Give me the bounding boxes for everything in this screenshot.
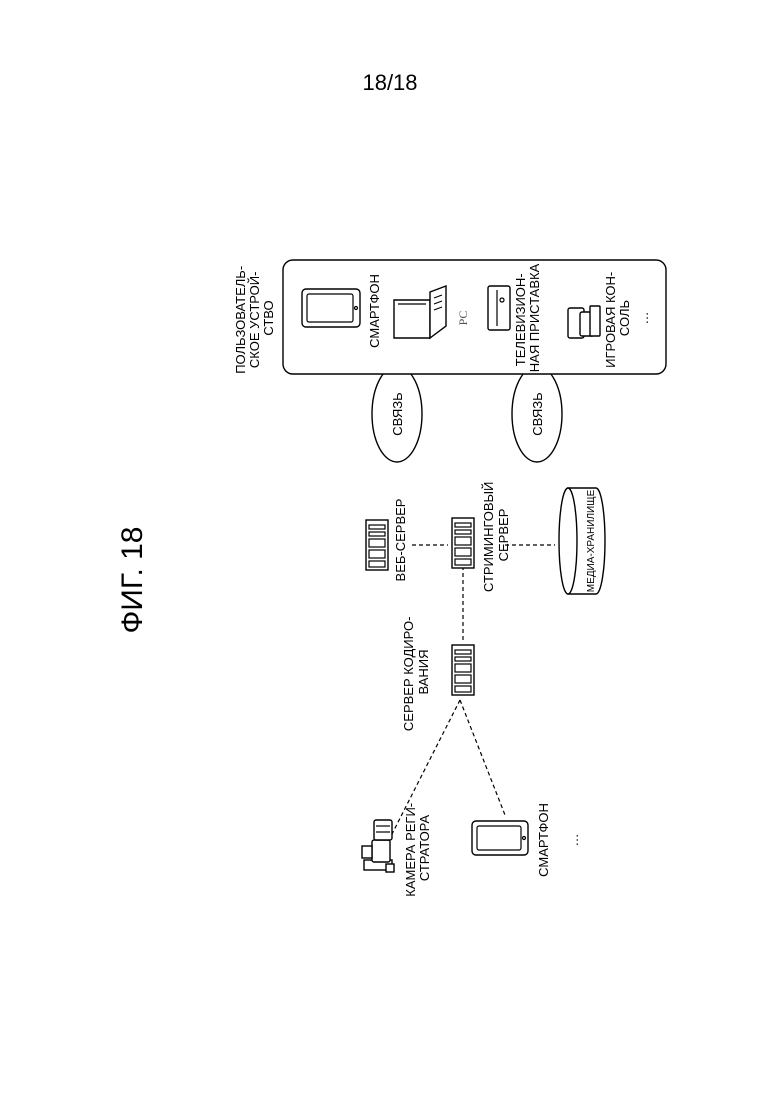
- figure-title: ФИГ. 18: [116, 527, 149, 634]
- set-top-box-icon: [488, 286, 510, 330]
- recording-camera-label: КАМЕРА РЕГИ- СТРАТОРА: [403, 799, 432, 897]
- user-device-group-label-line1: ПОЛЬЗОВАТЕЛЬ-: [233, 266, 248, 374]
- streaming-server-label-line2: СЕРВЕР: [496, 509, 511, 562]
- input-ellipsis: …: [566, 834, 581, 847]
- streaming-server-icon: [452, 518, 474, 568]
- recording-camera-label-line2: СТРАТОРА: [417, 815, 432, 882]
- game-console-icon: [568, 306, 600, 338]
- web-server-icon: [366, 520, 388, 570]
- media-storage-icon: [559, 488, 605, 594]
- user-device-group-label-line3: СТВО: [261, 300, 276, 335]
- input-smartphone-icon: [472, 821, 528, 855]
- user-device-group-label-line2: СКОЕ УСТРОЙ-: [247, 272, 262, 369]
- recording-camera-icon: [362, 820, 394, 872]
- set-top-box-label-line1: ТЕЛЕВИЗИОН-: [513, 273, 528, 366]
- encoding-server-label: СЕРВЕР КОДИРО- ВАНИЯ: [401, 613, 431, 731]
- recording-camera-label-line1: КАМЕРА РЕГИ-: [403, 803, 418, 897]
- user-device-group-label: ПОЛЬЗОВАТЕЛЬ- СКОЕ УСТРОЙ- СТВО: [233, 262, 276, 374]
- set-top-box-label-line2: НАЯ ПРИСТАВКА: [527, 263, 542, 372]
- user-device-ellipsis: …: [636, 312, 651, 325]
- media-storage-label: МЕДИА-ХРАНИЛИЩЕ: [586, 489, 597, 592]
- encoding-server-label-line1: СЕРВЕР КОДИРО-: [401, 617, 416, 732]
- user-smartphone-icon: [302, 289, 360, 327]
- game-console-label-line2: СОЛЬ: [617, 300, 632, 336]
- encoding-server-label-line2: ВАНИЯ: [416, 649, 431, 694]
- link-label-1: СВЯЗЬ: [390, 392, 405, 435]
- game-console-label-line1: ИГРОВАЯ КОН-: [603, 272, 618, 368]
- set-top-box-label: ТЕЛЕВИЗИОН- НАЯ ПРИСТАВКА: [513, 263, 542, 372]
- web-server-label: ВЕБ-СЕРВЕР: [393, 499, 408, 582]
- streaming-server-label: СТРИМИНГОВЫЙ СЕРВЕР: [481, 478, 511, 592]
- input-smartphone-label: СМАРТФОН: [536, 803, 551, 877]
- link-label-2: СВЯЗЬ: [530, 392, 545, 435]
- encoding-server-icon: [452, 645, 474, 695]
- user-smartphone-label: СМАРТФОН: [367, 274, 382, 348]
- pc-label: PC: [456, 311, 470, 326]
- streaming-server-label-line1: СТРИМИНГОВЫЙ: [481, 482, 496, 592]
